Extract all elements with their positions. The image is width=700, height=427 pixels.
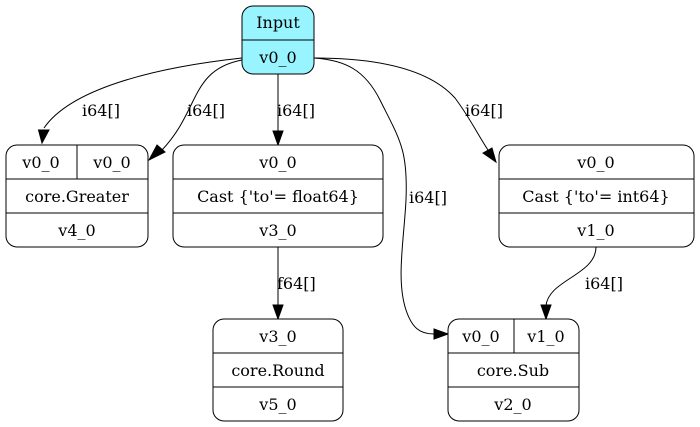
node-input-port: v3_0 — [258, 327, 296, 346]
node-output: v0_0 — [258, 48, 296, 67]
node-output: v1_0 — [576, 221, 614, 240]
edge-cast-f64-to-round: f64[] — [272, 247, 316, 321]
node-sub[interactable]: v0_0 v1_0 core.Sub v2_0 — [447, 318, 580, 422]
node-op: Cast {'to'= int64} — [522, 187, 669, 206]
edge-input-to-sub-in0: i64[] — [313, 57, 450, 340]
node-input-port: v1_0 — [526, 327, 564, 346]
edge-input-to-cast-f64: i64[] — [272, 74, 315, 147]
node-input-port: v0_0 — [258, 153, 296, 172]
edge-label: i64[] — [277, 101, 315, 120]
node-title: Input — [256, 13, 300, 32]
node-output: v5_0 — [258, 395, 296, 414]
edge-input-to-greater-in0: i64[] — [37, 57, 243, 145]
node-input-port: v0_0 — [21, 153, 59, 172]
node-input-port: v0_0 — [576, 153, 614, 172]
edge-label: i64[] — [585, 274, 623, 293]
node-greater[interactable]: v0_0 v0_0 core.Greater v4_0 — [5, 144, 149, 248]
edge-label: f64[] — [277, 274, 316, 293]
node-input-port: v0_0 — [461, 327, 499, 346]
edge-label: i64[] — [465, 101, 503, 120]
node-op: core.Round — [231, 361, 324, 380]
node-output: v3_0 — [258, 221, 296, 240]
node-output: v2_0 — [493, 395, 531, 414]
edge-cast-i64-to-sub-in1: i64[] — [540, 246, 623, 321]
node-op: core.Greater — [25, 187, 129, 206]
node-round[interactable]: v3_0 core.Round v5_0 — [212, 318, 344, 422]
node-output: v4_0 — [57, 221, 95, 240]
node-input-port: v0_0 — [92, 153, 130, 172]
node-op: core.Sub — [477, 361, 549, 380]
node-input[interactable]: Input v0_0 — [241, 5, 315, 75]
node-op: Cast {'to'= float64} — [197, 187, 359, 206]
edge-input-to-greater-in1: i64[] — [147, 59, 243, 162]
edge-label: i64[] — [409, 188, 447, 207]
edge-label: i64[] — [187, 101, 225, 120]
edge-input-to-cast-i64: i64[] — [313, 57, 503, 164]
edge-label: i64[] — [82, 101, 120, 120]
node-cast-int64[interactable]: v0_0 Cast {'to'= int64} v1_0 — [498, 144, 695, 248]
node-cast-float64[interactable]: v0_0 Cast {'to'= float64} v3_0 — [172, 144, 384, 248]
